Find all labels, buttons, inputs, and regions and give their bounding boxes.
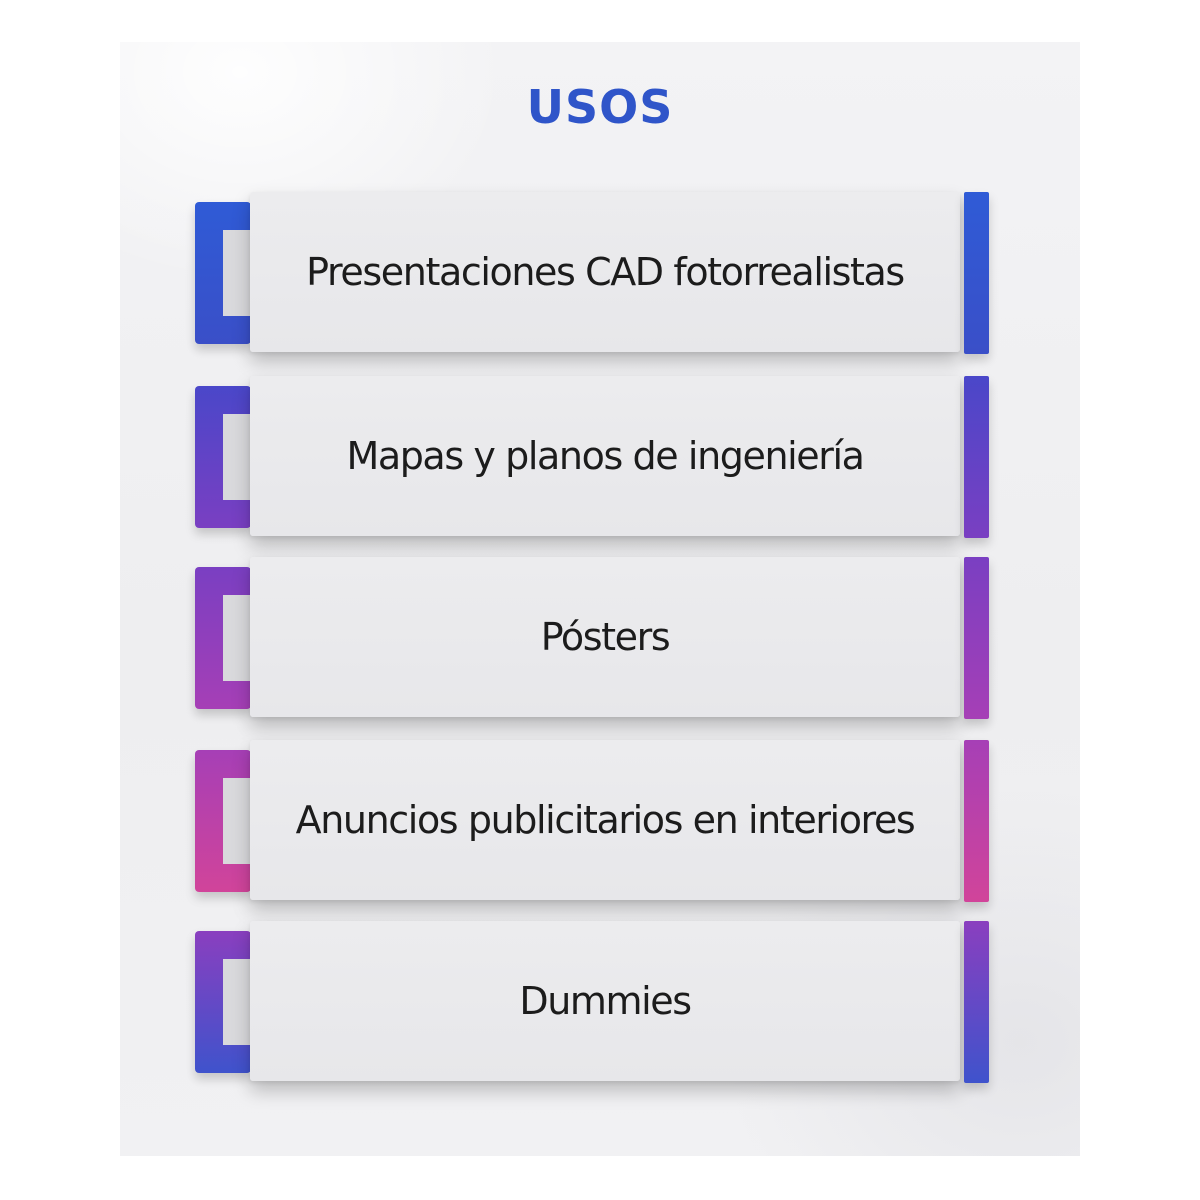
page-title: USOS [526, 80, 674, 134]
list-item: Dummies [195, 921, 995, 1085]
item-card: Anuncios publicitarios en interiores [250, 740, 960, 900]
list-item: Pósters [195, 557, 995, 721]
left-bracket-accent [195, 567, 253, 709]
item-label: Mapas y planos de ingeniería [346, 434, 865, 478]
item-label: Presentaciones CAD fotorrealistas [306, 250, 905, 294]
item-card: Dummies [250, 921, 960, 1081]
left-bracket-accent [195, 750, 253, 892]
right-bar-accent [964, 921, 989, 1083]
item-card: Mapas y planos de ingeniería [250, 376, 960, 536]
item-label: Dummies [519, 979, 692, 1023]
left-bracket-accent [195, 386, 253, 528]
right-bar-accent [964, 740, 989, 902]
item-label: Pósters [540, 615, 671, 659]
list-item: Mapas y planos de ingeniería [195, 376, 995, 540]
item-card: Pósters [250, 557, 960, 717]
right-bar-accent [964, 557, 989, 719]
left-bracket-accent [195, 202, 253, 344]
list-item: Anuncios publicitarios en interiores [195, 740, 995, 904]
list-item: Presentaciones CAD fotorrealistas [195, 192, 995, 356]
left-bracket-accent [195, 931, 253, 1073]
right-bar-accent [964, 192, 989, 354]
item-card: Presentaciones CAD fotorrealistas [250, 192, 960, 352]
right-bar-accent [964, 376, 989, 538]
item-label: Anuncios publicitarios en interiores [295, 798, 916, 842]
